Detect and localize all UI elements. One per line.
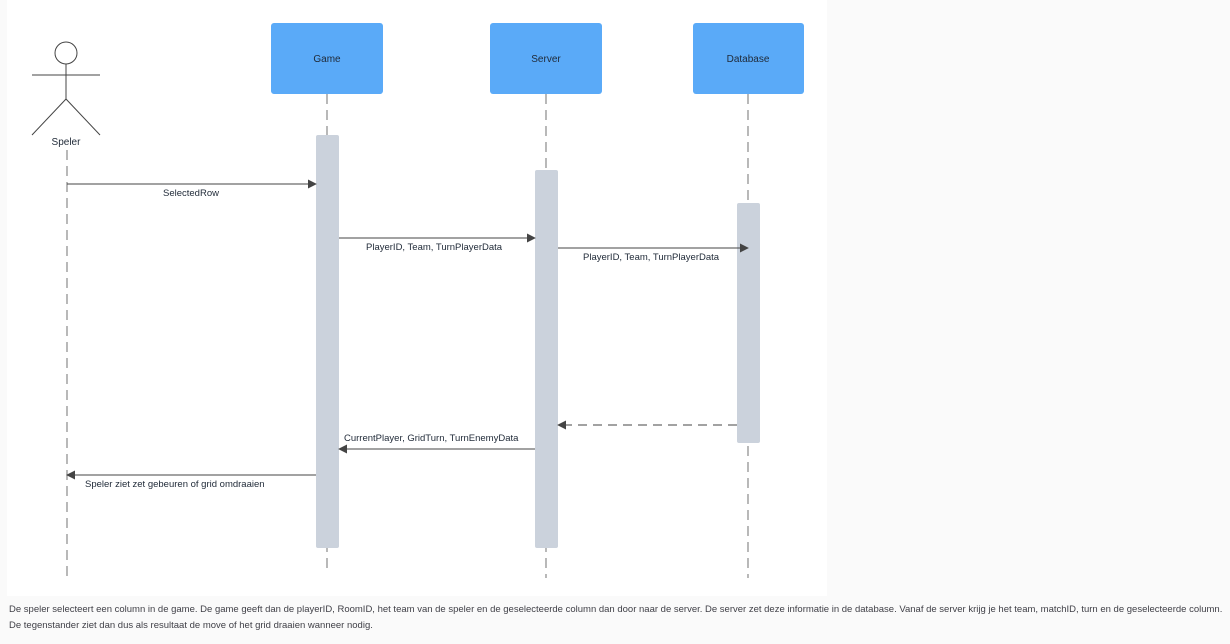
activation-bar-server [535,170,558,548]
message-label-server-to-game: CurrentPlayer, GridTurn, TurnEnemyData [344,433,519,444]
sequence-diagram-panel: Speler Game Server Database SelectedRow [7,0,827,596]
diagram-caption: De speler selecteert een column in de ga… [9,604,1223,631]
message-label-selectedrow: SelectedRow [163,188,219,199]
message-label-server-to-database: PlayerID, Team, TurnPlayerData [583,252,720,263]
actor-head-icon [54,41,78,65]
participant-server-label: Server [531,54,561,65]
actor-label: Speler [52,137,82,148]
sequence-diagram: Speler Game Server Database SelectedRow [31,23,804,578]
message-label-game-to-server: PlayerID, Team, TurnPlayerData [366,242,503,253]
participant-server: Server [490,23,602,94]
actor-speler: Speler [31,41,101,148]
participant-database-label: Database [727,54,770,65]
participant-game-label: Game [313,54,341,65]
activation-bar-game [316,135,339,548]
participant-game: Game [271,23,383,94]
message-label-game-to-speler: Speler ziet zet gebeuren of grid omdraai… [85,479,265,490]
activation-bar-database [737,203,760,443]
participant-database: Database [693,23,804,94]
